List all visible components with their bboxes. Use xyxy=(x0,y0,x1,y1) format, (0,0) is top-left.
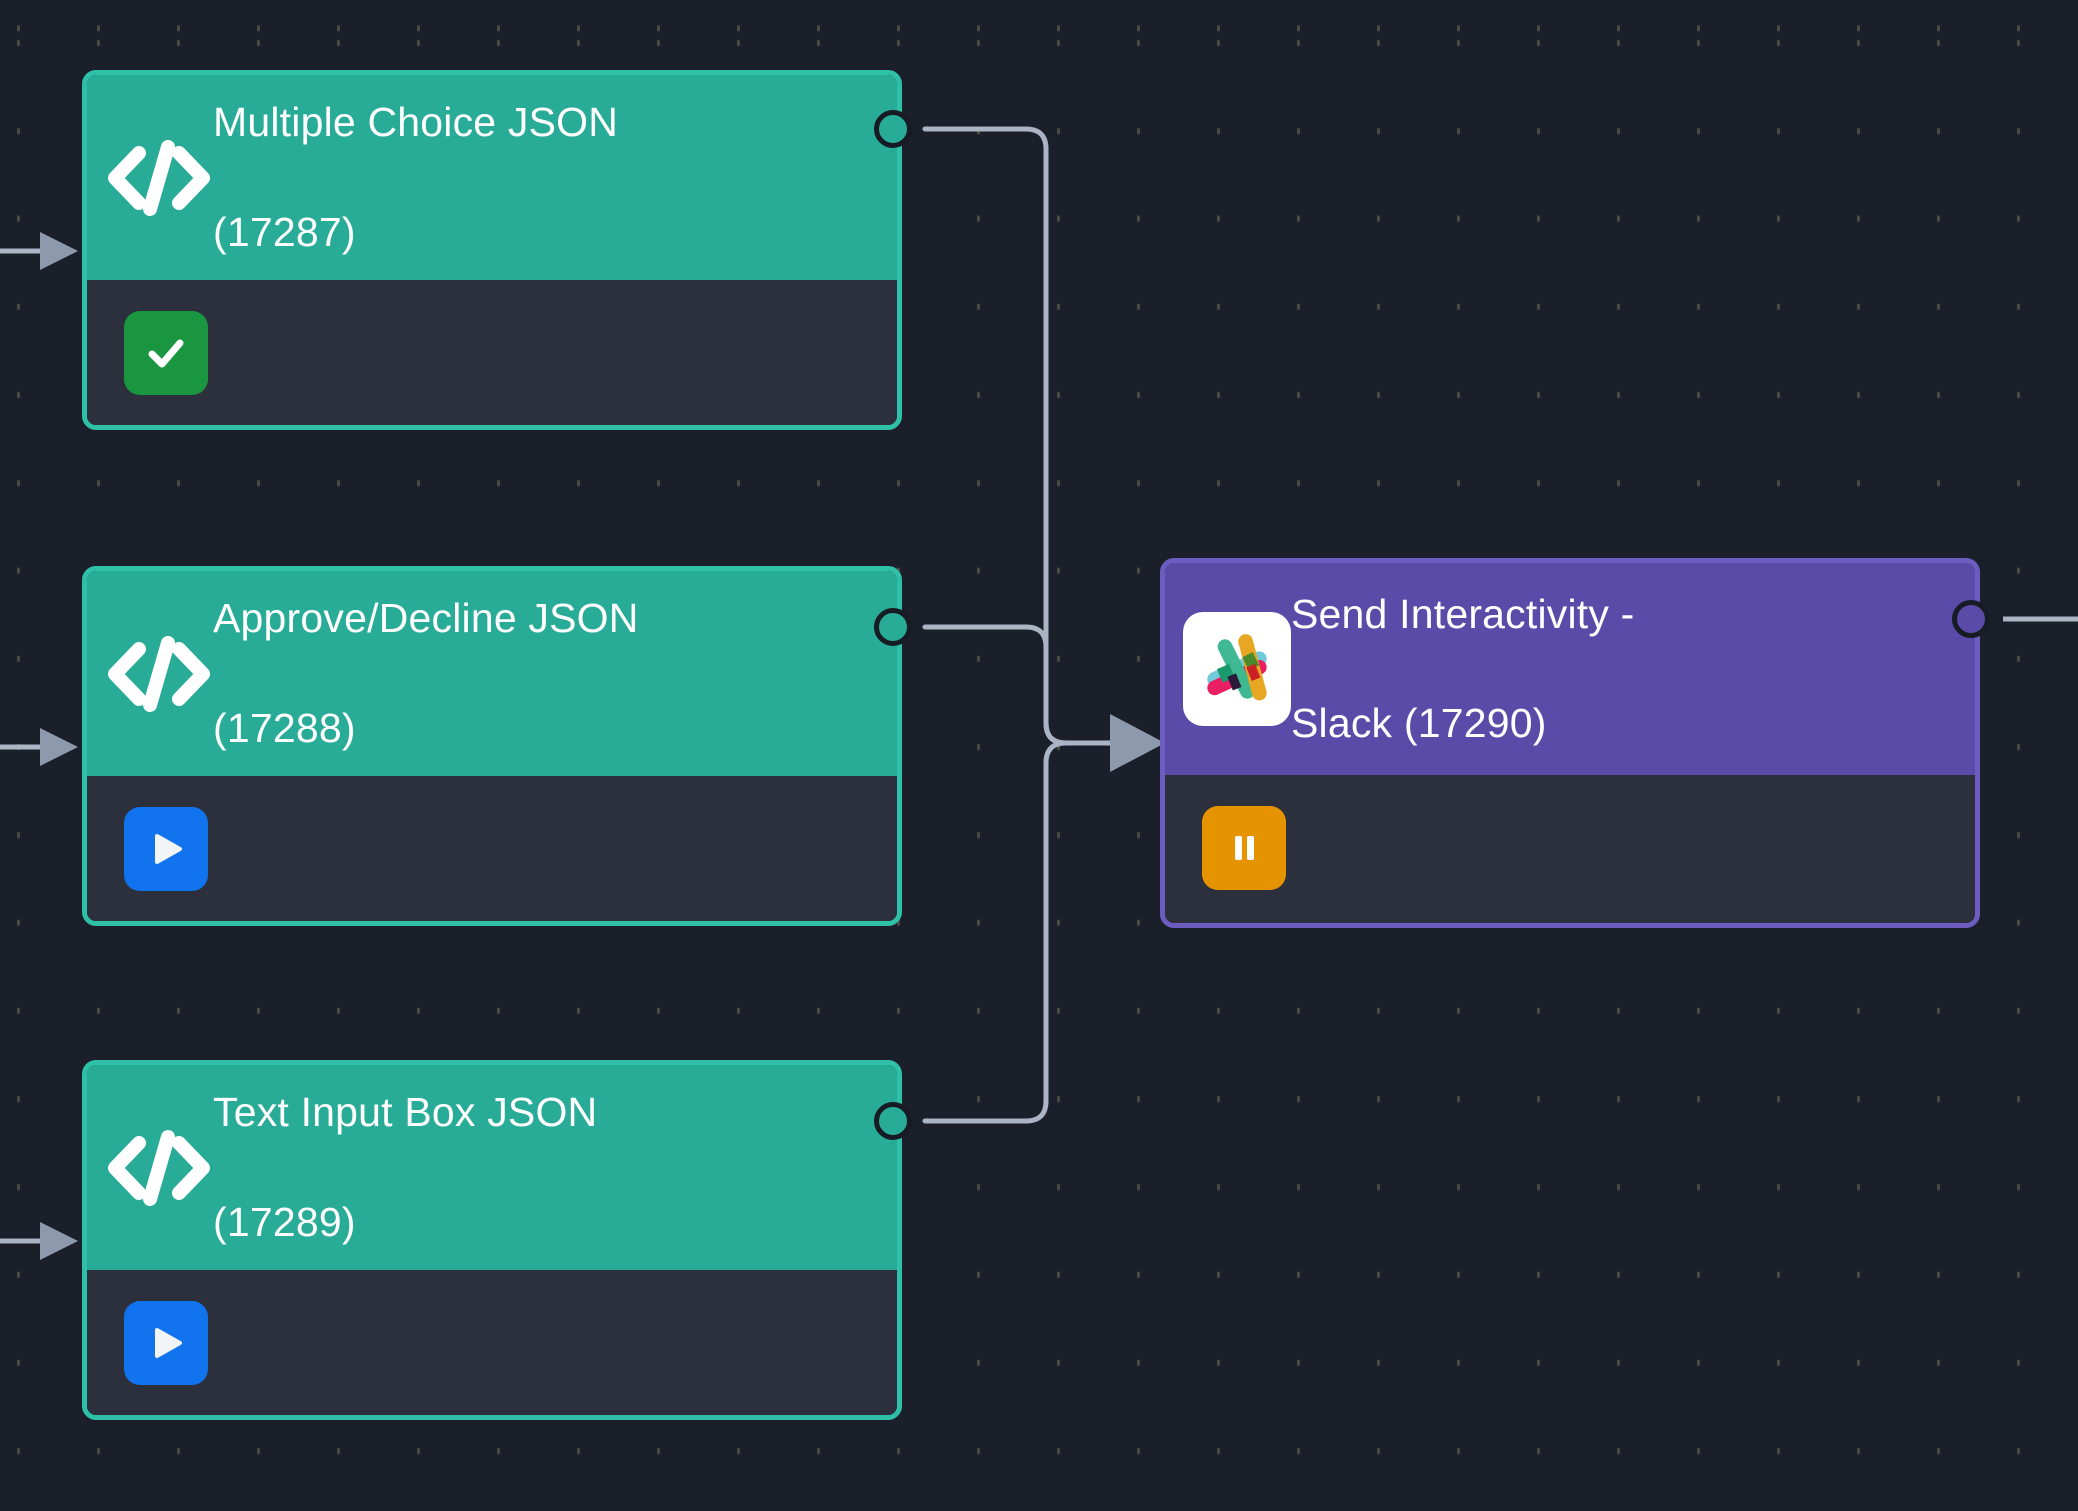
incoming-edge-17288 xyxy=(0,728,78,766)
output-port-17288[interactable] xyxy=(874,608,912,646)
node-title-line2: Slack (17290) xyxy=(1291,700,1547,747)
pause-icon xyxy=(1235,835,1254,860)
status-badge-success[interactable] xyxy=(124,310,208,395)
node-title-line1: Approve/Decline JSON xyxy=(213,595,639,642)
status-badge-run[interactable] xyxy=(124,1300,208,1385)
edge-arrowhead-into-17290 xyxy=(1110,714,1165,772)
node-text-input-box-json[interactable]: Text Input Box JSON (17289) xyxy=(82,1060,902,1420)
node-approve-decline-json[interactable]: Approve/Decline JSON (17288) xyxy=(82,566,902,926)
incoming-edge-17289 xyxy=(0,1222,78,1260)
node-footer xyxy=(1165,775,1975,920)
incoming-edge-17287 xyxy=(0,232,78,270)
edge-17289-to-17290 xyxy=(922,740,1137,1124)
code-brackets-icon xyxy=(105,137,213,219)
check-icon xyxy=(148,339,184,367)
node-multiple-choice-json[interactable]: Multiple Choice JSON (17287) xyxy=(82,70,902,430)
output-port-17290[interactable] xyxy=(1952,600,1990,638)
node-title: Text Input Box JSON (17289) xyxy=(213,1065,598,1305)
node-title-line1: Send Interactivity - xyxy=(1291,590,1635,637)
slack-logo-icon xyxy=(1183,612,1291,726)
edge-17287-to-17290 xyxy=(922,126,1137,746)
node-title-line1: Text Input Box JSON xyxy=(213,1089,598,1136)
node-title-line2: (17287) xyxy=(213,208,356,255)
play-icon xyxy=(155,1327,182,1358)
node-title: Approve/Decline JSON (17288) xyxy=(213,571,639,811)
node-title-line2: (17288) xyxy=(213,704,356,751)
status-badge-run[interactable] xyxy=(124,806,208,891)
node-header: Multiple Choice JSON (17287) xyxy=(87,75,897,280)
output-port-17289[interactable] xyxy=(874,1102,912,1140)
node-footer xyxy=(87,280,897,425)
node-footer xyxy=(87,776,897,921)
play-icon xyxy=(155,833,182,864)
node-header: Send Interactivity - Slack (17290) xyxy=(1165,563,1975,775)
node-title-line2: (17289) xyxy=(213,1198,356,1245)
node-title: Send Interactivity - Slack (17290) xyxy=(1291,563,1635,806)
node-footer xyxy=(87,1270,897,1415)
node-title: Multiple Choice JSON (17287) xyxy=(213,75,619,315)
code-brackets-icon xyxy=(105,633,213,715)
output-port-17287[interactable] xyxy=(874,110,912,148)
node-send-interactivity-slack[interactable]: Send Interactivity - Slack (17290) xyxy=(1160,558,1980,928)
code-brackets-icon xyxy=(105,1127,213,1209)
node-header: Approve/Decline JSON (17288) xyxy=(87,571,897,776)
edge-17288-to-17290 xyxy=(922,624,1137,746)
node-header: Text Input Box JSON (17289) xyxy=(87,1065,897,1270)
status-badge-paused[interactable] xyxy=(1202,805,1286,890)
node-title-line1: Multiple Choice JSON xyxy=(213,99,619,146)
